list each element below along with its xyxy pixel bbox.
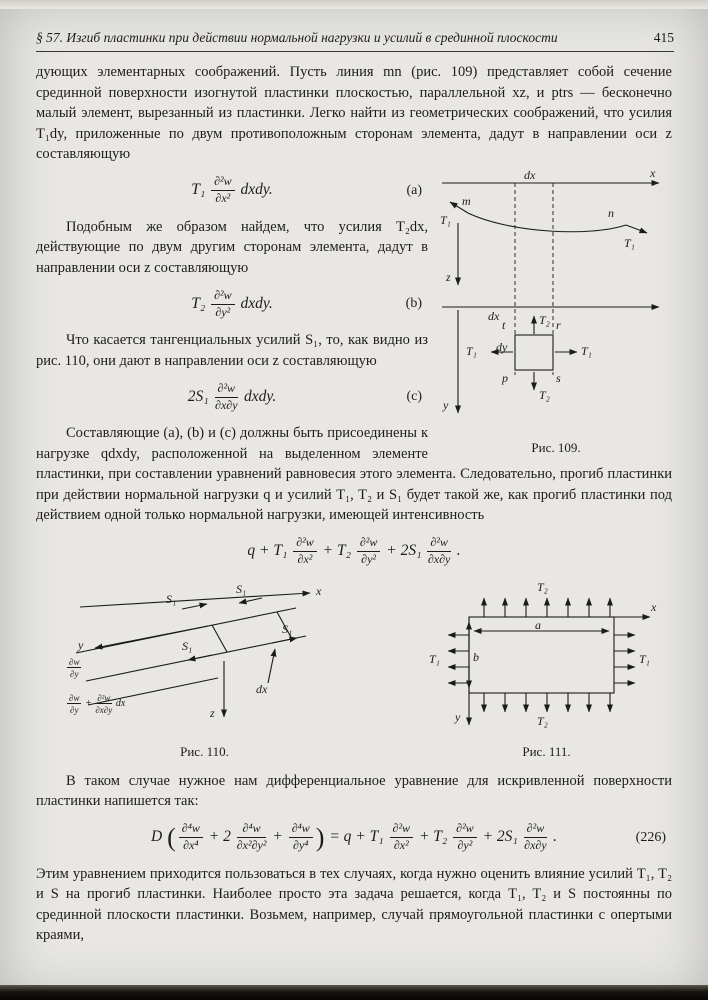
fig110-label-slope-dwdy: ∂w∂y: [67, 656, 82, 679]
paragraph-6: Этим уравнением приходится пользоваться …: [36, 865, 672, 944]
fig109-label-t2-el-bottom: T₂: [539, 387, 550, 402]
fig109-label-dx-top: dx: [524, 167, 536, 182]
figure-109: dx x m n T₁ T₁ z dx t r dy T₁ T₁ T₂ T₂ p…: [440, 167, 672, 459]
fig109-label-n: n: [608, 205, 614, 220]
fig109-label-p: p: [502, 370, 508, 385]
fig109-label-t: t: [502, 317, 506, 332]
fig109-label-r: r: [556, 317, 561, 332]
equation-226-body: D (∂⁴w∂x⁴ + 2 ∂⁴w∂x²∂y² + ∂⁴w∂y⁴) = q + …: [151, 821, 557, 852]
section-title: § 57. Изгиб пластинки при действии норма…: [36, 30, 558, 45]
equation-a-tag: (a): [406, 182, 422, 198]
fig111-label-y: y: [455, 709, 461, 724]
page-header: § 57. Изгиб пластинки при действии норма…: [36, 30, 674, 52]
fig111-label-a: a: [535, 617, 541, 632]
fig109-label-s: s: [556, 370, 561, 385]
page-content: дующих элементарных соображений. Пусть л…: [36, 62, 672, 946]
figures-row: x y z S₁ S₁ S₁ S₁ dx ∂w∂y ∂w∂y + ∂²w∂x∂y…: [36, 581, 672, 763]
equation-a-body: T₁ ∂²w∂x² dxdy.: [191, 174, 273, 205]
fig109-caption: Рис. 109.: [531, 440, 581, 455]
equation-intensity-body: q + T₁ ∂²w∂x² + T₂ ∂²w∂y² + 2S₁ ∂²w∂x∂y …: [247, 535, 461, 566]
fig111-caption: Рис. 111.: [522, 744, 571, 759]
fig109-label-x: x: [650, 165, 656, 180]
fig111-label-t1-left: T₁: [429, 651, 440, 666]
fig110-label-slope-dwdy-plus: ∂w∂y + ∂²w∂x∂y dx: [67, 692, 126, 715]
fig110-label-dx: dx: [256, 681, 268, 696]
fig111-label-b: b: [473, 649, 479, 664]
figure-110: x y z S₁ S₁ S₁ S₁ dx ∂w∂y ∂w∂y + ∂²w∂x∂y…: [62, 583, 347, 763]
equation-a: T₁ ∂²w∂x² dxdy. (a): [36, 172, 428, 210]
scan-edge-top: [0, 0, 708, 9]
fig109-diagram: [442, 179, 660, 413]
fig109-label-y: y: [443, 397, 449, 412]
fig109-label-t1-curve-right: T₁: [624, 235, 635, 250]
equation-c-body: 2S₁ ∂²w∂x∂y dxdy.: [187, 380, 277, 412]
fig110-diagram: [75, 589, 311, 717]
fig111-label-t2-top: T₂: [537, 579, 548, 594]
equation-b-tag: (b): [405, 295, 422, 311]
fig110-label-s1-lower: S₁: [182, 638, 193, 653]
fig110-caption: Рис. 110.: [180, 744, 229, 759]
equation-c-tag: (c): [406, 388, 422, 404]
equation-226-tag: (226): [635, 829, 666, 845]
scan-edge-bottom: [0, 985, 708, 1000]
fig109-label-z: z: [446, 269, 451, 284]
fig110-label-s1-top: S₁: [236, 581, 247, 596]
fig110-label-y: y: [78, 637, 84, 652]
fig109-label-t2-el-top: T₂: [539, 312, 550, 327]
fig110-label-z: z: [210, 705, 215, 720]
fig109-label-t1-curve-left: T₁: [440, 212, 451, 227]
fig111-label-t1-right: T₁: [639, 651, 650, 666]
page-number: 415: [653, 30, 674, 45]
paragraph-2: Подобным же образом найдем, что усилия T…: [36, 218, 428, 276]
figure-111: x y a b T₂ T₂ T₁ T₁ Рис. 111.: [429, 581, 664, 763]
paragraph-3: Что касается тангенциальных усилий S₁, т…: [36, 332, 428, 369]
equation-intensity: q + T₁ ∂²w∂x² + T₂ ∂²w∂y² + 2S₁ ∂²w∂x∂y …: [36, 533, 672, 571]
paragraph-4: Составляющие (a), (b) и (c) должны быть …: [36, 425, 672, 523]
fig111-label-t2-bottom: T₂: [537, 713, 548, 728]
paragraph-1: дующих элементарных соображений. Пусть л…: [36, 64, 672, 162]
equation-b-body: T₂ ∂²w∂y² dxdy.: [191, 287, 273, 319]
fig111-label-x: x: [651, 599, 657, 614]
equation-c: 2S₁ ∂²w∂x∂y dxdy. (c): [36, 378, 428, 416]
paragraph-5: В таком случае нужное нам дифференциальн…: [36, 772, 672, 810]
fig110-label-x: x: [316, 583, 322, 598]
fig109-label-m: m: [462, 193, 471, 208]
fig109-label-dx-element: dx: [488, 308, 500, 323]
fig109-label-dy: dy: [496, 339, 508, 354]
fig110-label-s1-right: S₁: [282, 621, 293, 636]
fig109-label-t1-el-right: T₁: [581, 343, 592, 358]
equation-226: D (∂⁴w∂x⁴ + 2 ∂⁴w∂x²∂y² + ∂⁴w∂y⁴) = q + …: [36, 819, 672, 857]
equation-b: T₂ ∂²w∂y² dxdy. (b): [36, 285, 428, 323]
fig109-label-t1-el-left: T₁: [466, 343, 477, 358]
fig111-diagram: [447, 597, 651, 725]
fig110-label-s1-upper: S₁: [166, 591, 177, 606]
